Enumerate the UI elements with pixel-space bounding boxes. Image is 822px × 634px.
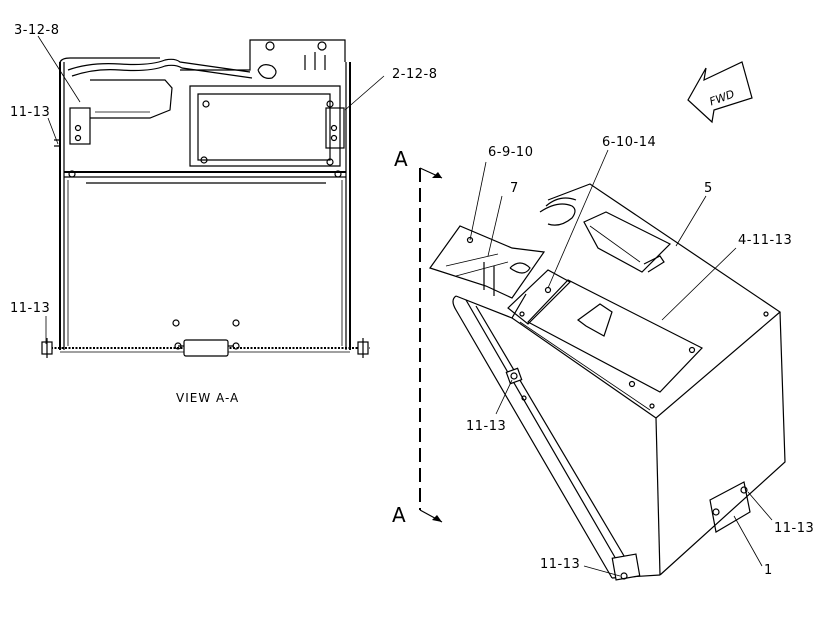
label-11-13-side-lower: 11-13 [10,301,50,316]
label-3-12-8: 3-12-8 [14,23,59,38]
label-11-13-clip: 11-13 [466,419,506,434]
fwd-label: FWD [708,87,737,108]
section-marker-top: A [394,147,408,171]
label-1: 1 [764,563,773,578]
label-7: 7 [510,181,519,196]
label-11-13-right: 11-13 [774,521,814,536]
label-6-9-10: 6-9-10 [488,145,533,160]
fwd-arrow-icon [687,61,753,124]
view-caption: VIEW A-A [176,391,239,405]
label-6-10-14: 6-10-14 [602,135,656,150]
section-marker-bottom: A [392,503,406,527]
label-11-13-side-upper: 11-13 [10,105,50,120]
label-5: 5 [704,181,713,196]
label-11-13-bottom: 11-13 [540,557,580,572]
iso-box-drawing [429,183,786,581]
label-2-12-8: 2-12-8 [392,67,437,82]
view-leaders [37,35,385,344]
view-a-a-drawing [41,39,370,358]
iso-leaders [469,149,773,577]
section-line [419,167,443,523]
label-4-11-13: 4-11-13 [738,233,792,248]
